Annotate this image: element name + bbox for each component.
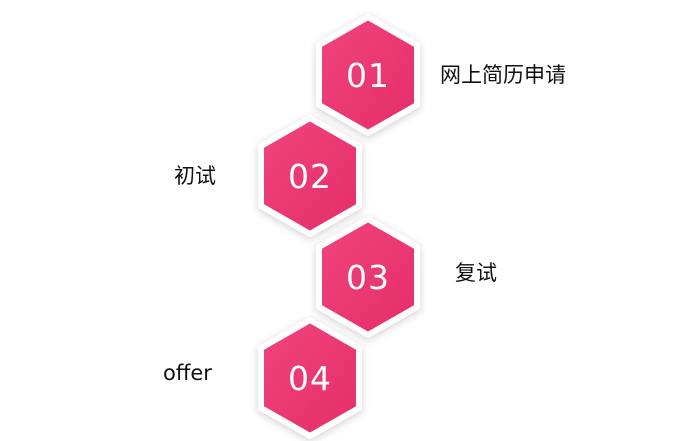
step-number: 02	[288, 156, 332, 196]
step-2-hexagon: 02	[255, 114, 365, 238]
hexagon-shape	[316, 14, 420, 136]
step-number: 04	[288, 358, 332, 398]
step-3-label: 复试	[455, 261, 497, 285]
step-4-hexagon: 04	[255, 316, 365, 440]
step-1-hexagon: 01	[313, 13, 423, 137]
step-2-label: 初试	[174, 164, 216, 188]
hexagon-shape	[258, 317, 362, 439]
step-1-label: 网上简历申请	[440, 63, 566, 87]
step-3-hexagon: 03	[313, 215, 423, 339]
step-4-label: offer	[163, 361, 212, 385]
hexagon-shape	[316, 216, 420, 338]
step-number: 01	[346, 55, 390, 95]
step-number: 03	[346, 257, 390, 297]
hexagon-shape	[258, 115, 362, 237]
